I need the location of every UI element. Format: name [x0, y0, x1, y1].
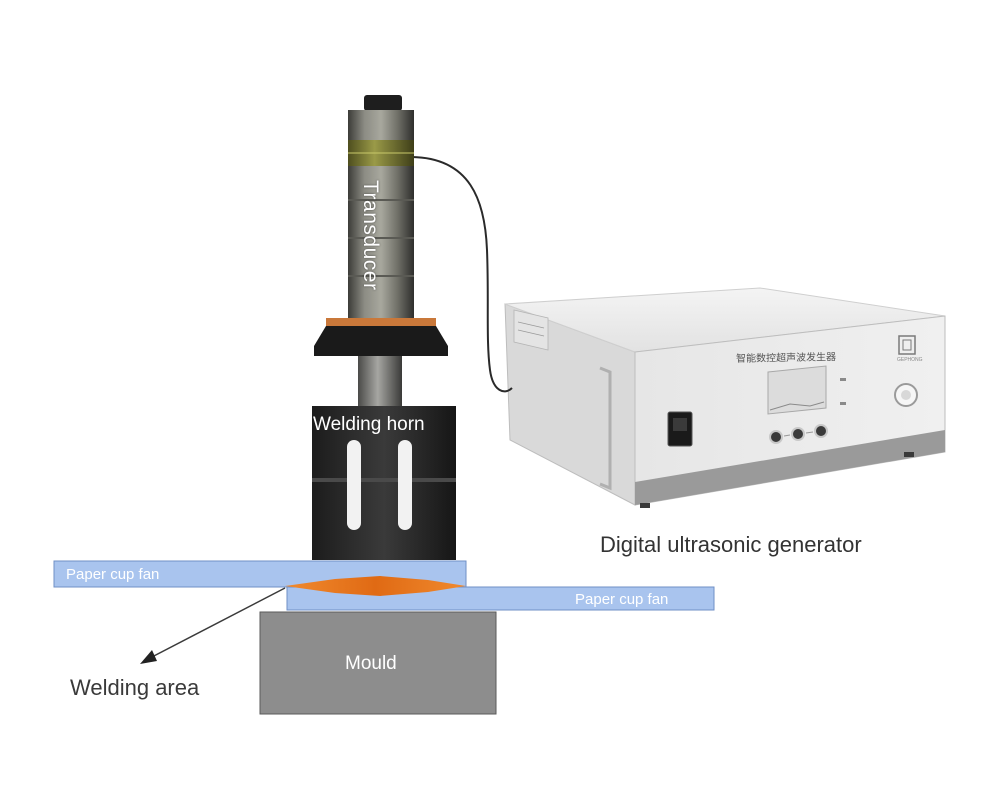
paper-cup-fan-top-label: Paper cup fan — [66, 566, 160, 583]
arrow-head-icon — [140, 650, 157, 664]
indicator-mark — [840, 378, 846, 381]
indicator-mark — [840, 402, 846, 405]
mould — [259, 611, 497, 715]
control-button[interactable] — [769, 430, 783, 444]
brand-logo-icon — [898, 335, 916, 355]
control-button[interactable] — [814, 424, 828, 438]
welding-horn — [312, 406, 456, 560]
welding-area-label: Welding area — [70, 675, 200, 700]
weld-zone — [285, 576, 466, 596]
generator-bottom-strip — [635, 430, 945, 505]
paper-cup-fan-bottom-label: Paper cup fan — [575, 591, 669, 608]
control-button[interactable] — [791, 427, 805, 441]
mould-label: Mould — [345, 653, 397, 674]
welding-area-pointer — [149, 587, 286, 659]
generator-panel-text: 智能数控超声波发生器 — [735, 352, 837, 365]
generator-label: Digital ultrasonic generator — [600, 532, 862, 557]
generator-brand-text: GEPHONG — [897, 357, 923, 363]
cable — [411, 156, 513, 393]
horn-slot — [398, 440, 412, 530]
welding-horn-label: Welding horn — [313, 414, 425, 435]
booster-stem — [358, 356, 402, 406]
generator-handle — [599, 366, 612, 491]
horn-slot — [347, 440, 361, 530]
transducer — [314, 95, 448, 406]
transducer-label: Transducer — [359, 180, 382, 291]
ultrasonic-generator — [504, 287, 946, 508]
transducer-flange — [314, 326, 448, 356]
generator-side-sticker — [513, 309, 549, 351]
generator-display — [767, 365, 827, 415]
generator-foot — [640, 503, 650, 508]
generator-foot — [904, 452, 914, 457]
